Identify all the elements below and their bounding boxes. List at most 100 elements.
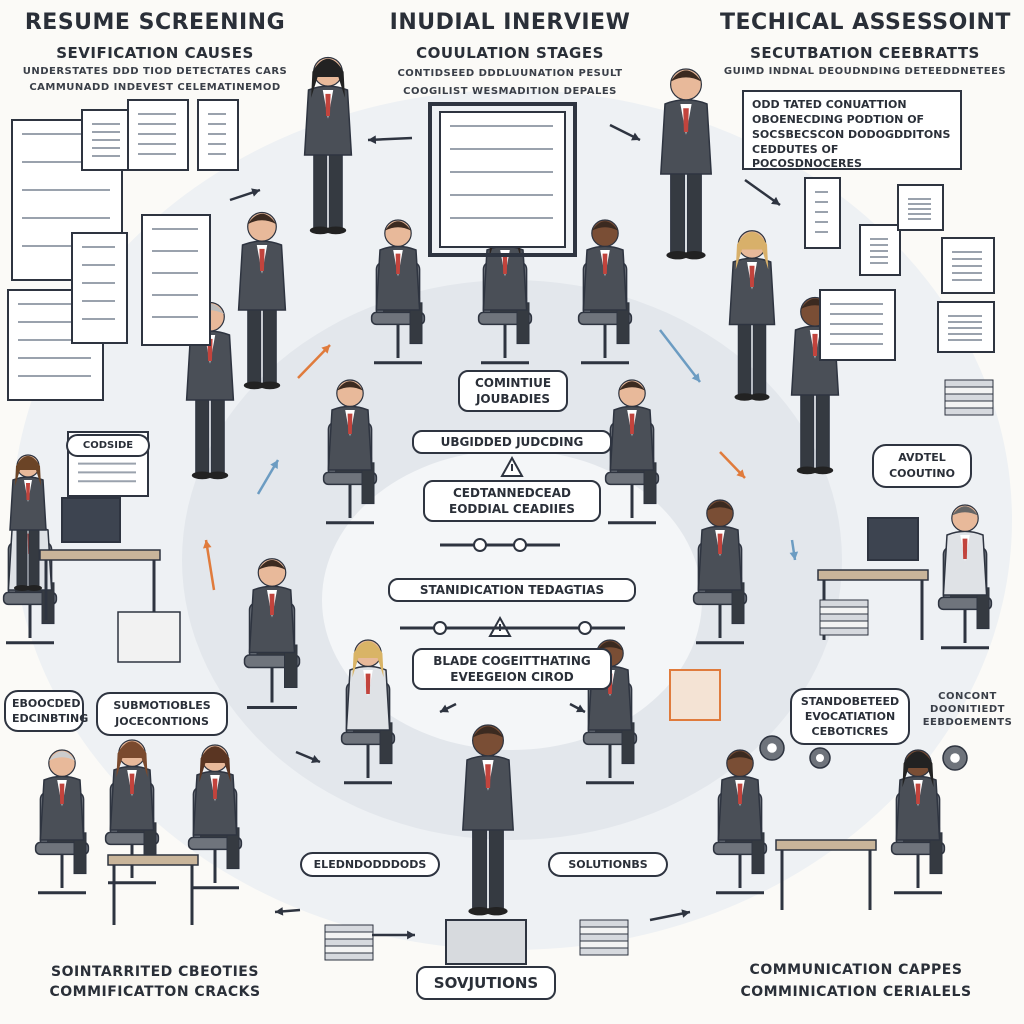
technical-panel-line: CEDDUTES OF POCOSDNOCERES — [752, 142, 862, 171]
person-tie — [365, 673, 371, 694]
person-hair — [336, 381, 364, 391]
interview-note-1: CONTIDSEED DDDLUUNATION PESULT — [397, 68, 623, 79]
person-tie — [325, 93, 331, 116]
laptop-icon — [61, 497, 121, 543]
label-line: COMINTIUE — [474, 376, 552, 390]
bubble-line: COOUTINO — [889, 467, 955, 480]
person-tie — [347, 413, 353, 434]
person-hair — [15, 456, 41, 486]
person-tie — [395, 253, 401, 274]
book-stack-icon — [819, 627, 869, 636]
bubble-line: EDCINBTING — [12, 712, 89, 725]
person-leg — [16, 527, 28, 587]
book-stack-icon — [944, 379, 994, 388]
person-hair — [706, 501, 734, 511]
person-leg — [328, 151, 343, 229]
person-shoe — [749, 393, 770, 401]
person-shoe — [325, 226, 347, 235]
person-tie — [269, 593, 275, 615]
arrow-head — [202, 540, 212, 549]
person-shoe — [734, 393, 755, 401]
person-tie — [915, 783, 921, 804]
person-leg — [247, 306, 262, 384]
gear-hole — [816, 754, 824, 762]
book-stack-icon — [819, 599, 869, 608]
person-tie — [129, 773, 135, 794]
book-stack-icon — [944, 400, 994, 409]
person-tie — [717, 533, 723, 554]
bubble-line: AVDTEL — [898, 451, 946, 464]
person-tie — [502, 253, 508, 274]
technical-panel-line: OBOENECDING PODTION OF — [752, 112, 925, 126]
arrow-head — [691, 373, 700, 382]
person-leg — [815, 391, 830, 469]
book-stack-icon — [324, 952, 374, 961]
label-line: EODDIAL CEADIIES — [449, 502, 575, 516]
person-tie — [59, 783, 65, 804]
desk-left — [39, 549, 161, 561]
bubble-standardized-evaluation: STANDOBETEED EVOCATIATION CEBOTICRES — [790, 688, 910, 745]
person-hair — [591, 221, 619, 231]
technical-panel-line: SOCSBECSCON DODOGDDITONS — [752, 127, 951, 141]
resume-doc-1 — [81, 109, 133, 171]
bubble-line: STANDOBETEED — [800, 695, 900, 708]
person-computer-right — [937, 504, 993, 650]
person-tie — [749, 265, 755, 287]
person-hair — [726, 751, 754, 761]
label-line: JOUBADIES — [475, 392, 551, 406]
note-line: DOONITIEDT — [930, 704, 1005, 715]
arrow-head — [311, 754, 320, 763]
resume-screening-title: RESUME SCREENING — [24, 10, 286, 35]
person-shoe — [309, 226, 331, 235]
props-group — [7, 99, 995, 965]
person-small-left-top — [9, 454, 47, 591]
book-stack-icon — [324, 924, 374, 933]
center-label-continue-journeys: COMINTIUE JOUBADIES — [458, 370, 568, 412]
person-leg — [472, 826, 488, 909]
folder-icon — [669, 669, 721, 721]
person-tie — [683, 108, 689, 132]
resume-board — [141, 214, 211, 346]
desk-meeting-left — [107, 854, 199, 866]
person-shoe — [683, 251, 706, 260]
arrow-head — [736, 469, 745, 478]
book-stack-icon — [324, 931, 374, 940]
center-label-standardization-strategies: STANIDICATION TEDAGTIAS — [388, 578, 636, 602]
interview-board — [439, 111, 566, 248]
arrow-icon — [659, 329, 701, 383]
person-hair — [258, 560, 286, 570]
center-label-unguided-judging: UBGIDDED JUDCDING — [412, 430, 612, 454]
arrow-head — [771, 196, 780, 205]
footer-solutions-box: SOVJUTIONS — [416, 966, 556, 1000]
person-leg — [262, 306, 277, 384]
person-meeting-right-1 — [712, 749, 768, 895]
label-line: EVEEGEION CIROD — [450, 670, 574, 684]
person-hair — [48, 751, 76, 761]
person-leg — [210, 396, 225, 474]
person-seated-left-top — [370, 219, 426, 365]
people-group — [2, 56, 993, 916]
arrow-head — [270, 460, 278, 469]
dial-knob — [473, 538, 487, 552]
bubble-line: CEBOTICRES — [811, 725, 889, 738]
arrow-head — [407, 930, 415, 940]
interview-board-frame — [428, 102, 577, 257]
person-standing-center-bottom — [462, 724, 514, 916]
person-shoe — [243, 381, 265, 390]
footer-left-line-1: SOINTARRITED CBEOTIES — [51, 964, 259, 980]
bubble-line: EVOCATIATION — [804, 710, 896, 723]
initial-interview-subtitle: COUULATION STAGES — [416, 44, 604, 62]
center-label-blade-evaluation: BLADE COGEITTHATING EVEEGEION CIROD — [412, 648, 612, 690]
laptop-icon — [867, 517, 919, 561]
person-leg — [686, 170, 702, 253]
person-shoe — [468, 907, 491, 916]
gear-hole — [767, 743, 777, 753]
book-stack-icon — [944, 386, 994, 395]
person-leg — [28, 527, 40, 587]
dial-knob — [433, 621, 447, 635]
dial-knob — [513, 538, 527, 552]
person-tie — [962, 538, 968, 559]
technical-panel-line: ODD TATED CONUATTION — [752, 98, 907, 111]
arrow-head — [321, 345, 330, 354]
person-hair — [670, 70, 702, 82]
